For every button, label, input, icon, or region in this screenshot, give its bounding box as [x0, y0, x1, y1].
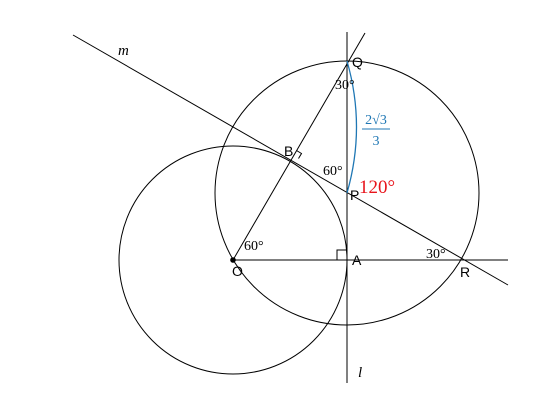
segment-OQ	[232, 32, 366, 261]
label-line-l: l	[358, 365, 362, 381]
angle-label-R: 30°	[426, 247, 446, 262]
arc-label-denominator: 3	[373, 134, 380, 149]
label-O: O	[232, 263, 243, 279]
arc-PQ	[346, 60, 358, 194]
right-angle-marker-B	[296, 150, 303, 159]
arc-label-numerator: 2√3	[365, 113, 387, 128]
angle-label-Q: 30°	[335, 78, 355, 93]
line-m	[72, 34, 509, 286]
label-R: R	[460, 264, 470, 280]
right-angle-marker-A	[336, 249, 347, 260]
angle-label-O: 60°	[244, 239, 264, 254]
label-A: A	[352, 252, 362, 268]
label-B: B	[284, 143, 293, 159]
label-P: P	[350, 187, 359, 203]
angle-label-120: 120°	[359, 177, 395, 198]
arc-length-label: 2√3 3	[362, 113, 390, 149]
label-Q: Q	[352, 54, 363, 70]
label-line-m: m	[118, 43, 129, 59]
angle-label-B: 60°	[323, 164, 343, 179]
point-O-dot	[230, 257, 236, 263]
